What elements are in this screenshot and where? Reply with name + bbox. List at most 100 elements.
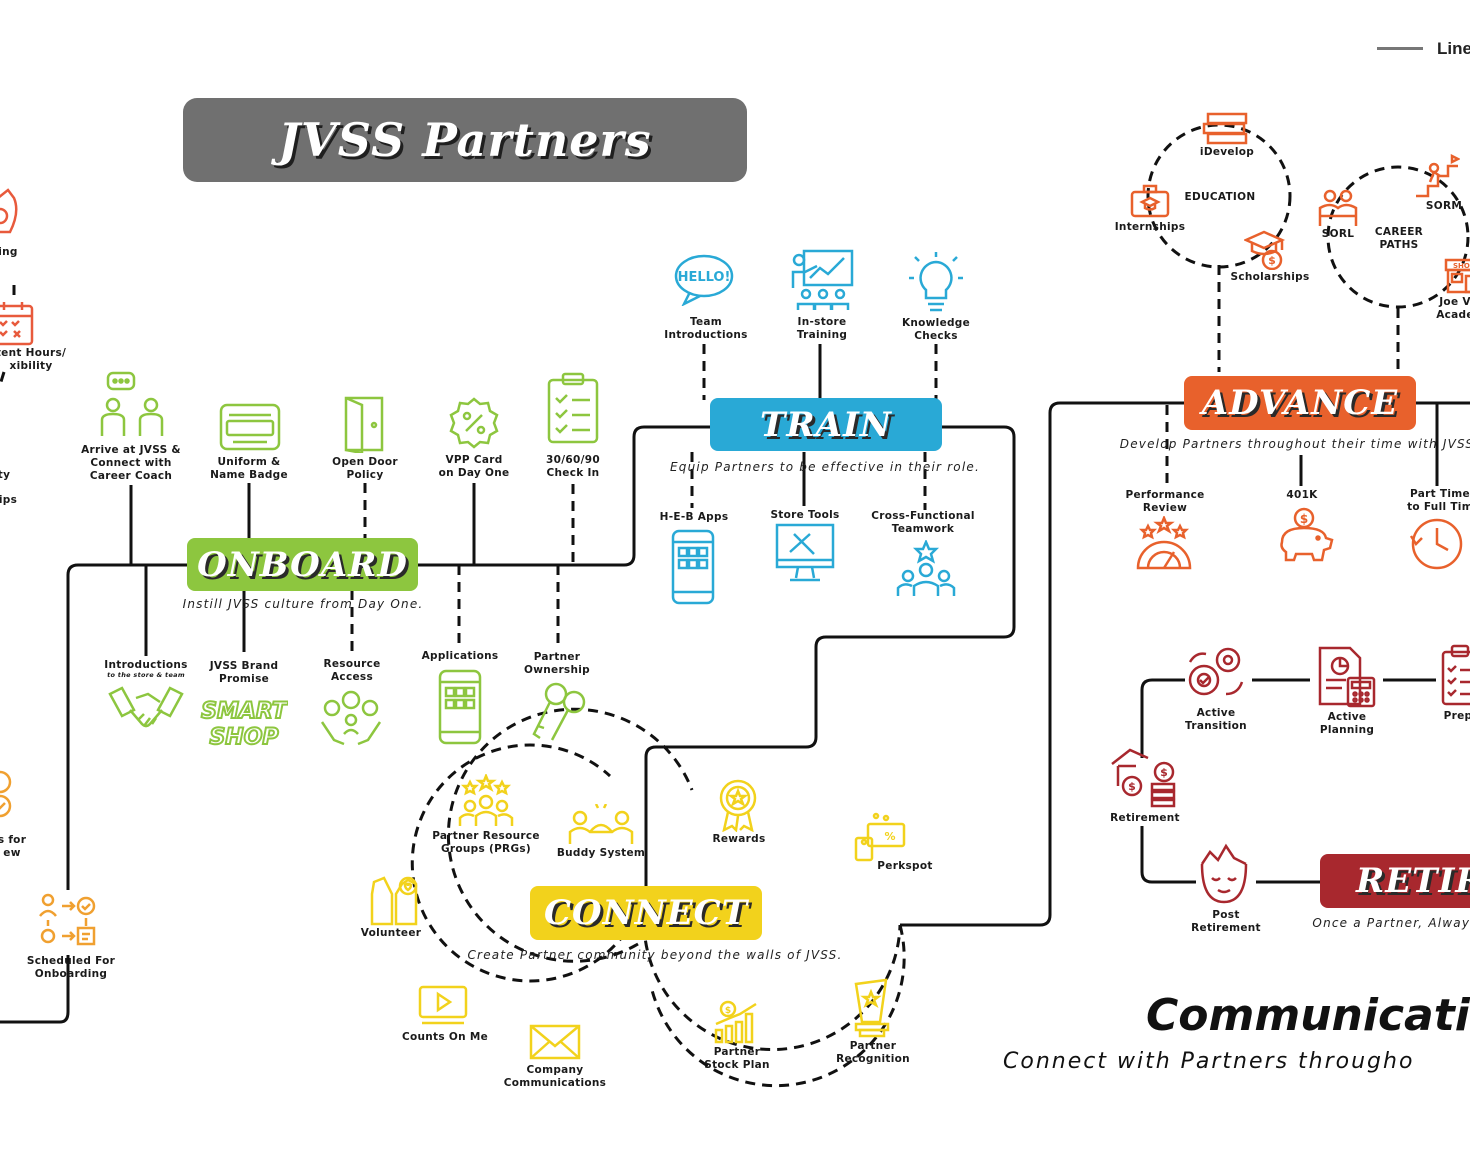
hand-coins-icon: $ $ xyxy=(1108,744,1178,808)
page-title: JVSS Partners xyxy=(278,113,652,167)
node-label-perf: Performance Review xyxy=(1125,489,1205,514)
discount-tag-icon: % xyxy=(854,812,906,862)
legend-line-swatch xyxy=(1377,47,1423,50)
video-player-icon xyxy=(418,985,468,1027)
process-flow-icon xyxy=(38,892,96,948)
vest-heart-icon xyxy=(368,876,420,926)
node-label-recognition: Partner Recognition xyxy=(836,1040,910,1065)
node-label-stock: Partner Stock Plan xyxy=(704,1046,770,1071)
relaxed-head-icon xyxy=(1196,842,1252,904)
node-label-store-tools: Store Tools xyxy=(770,509,840,521)
node-label-brand: JVSS Brand Promise xyxy=(209,660,279,685)
node-label-academy: Joe V Acade xyxy=(1436,296,1470,321)
door-icon xyxy=(342,395,388,453)
clock-icon xyxy=(1408,516,1466,572)
node-sublabel-intro: to the store & team xyxy=(107,671,185,679)
node-label-buddy: Buddy System xyxy=(556,847,646,859)
node-label-scheduled: Scheduled For Onboarding xyxy=(26,955,116,980)
briefcase-cap-icon xyxy=(1130,184,1170,218)
node-label-internships: Internships xyxy=(1114,221,1186,233)
node-label-transition: Active Transition xyxy=(1185,707,1247,732)
node-label-sorl: SORL xyxy=(1321,228,1355,240)
node-label-uniform: Uniform & Name Badge xyxy=(210,456,288,481)
smart-shop-logo-icon: SMART SHOP xyxy=(200,690,288,750)
node-label-heb-apps: H-E-B Apps xyxy=(659,511,729,523)
svg-text:HELLO!: HELLO! xyxy=(678,270,731,285)
node-label-left-hours: tent Hours/ xibility xyxy=(0,347,67,372)
handshake-icon xyxy=(108,684,184,734)
node-label-left-ing: ing xyxy=(0,246,18,258)
chair-people-icon xyxy=(1316,188,1360,228)
education-title: EDUCATION xyxy=(1184,191,1256,203)
buddy-bridge-icon xyxy=(568,804,634,846)
advance-tagline: Develop Partners throughout their time w… xyxy=(1119,437,1470,451)
career-paths-title: CAREER PATHS xyxy=(1374,226,1424,251)
svg-text:SHOP: SHOP xyxy=(209,725,278,750)
node-label-scholarships: Scholarships xyxy=(1230,271,1310,283)
node-label-prep: Prep xyxy=(1443,710,1470,722)
node-label-401k: 401K xyxy=(1286,489,1318,501)
node-label-cross: Cross-Functional Teamwork xyxy=(871,510,975,535)
gears-icon xyxy=(1184,646,1246,702)
node-label-left-sfor: s for ew xyxy=(0,834,27,859)
calendar-icon xyxy=(0,300,36,346)
node-label-sorm: SORM xyxy=(1425,200,1463,212)
svg-text:%: % xyxy=(884,830,895,843)
node-label-resource: Resource Access xyxy=(323,658,381,683)
advance-banner: ADVANCE xyxy=(1184,376,1416,430)
svg-text:$: $ xyxy=(1128,780,1136,793)
node-label-prg: Partner Resource Groups (PRGs) xyxy=(432,830,540,855)
node-label-instore: In-store Training xyxy=(796,316,848,341)
climb-icon xyxy=(1414,154,1460,198)
retire-label: RETIRE xyxy=(1356,861,1470,901)
clipboard-icon xyxy=(546,372,600,446)
communication-title: Communicati xyxy=(1146,990,1470,1041)
lightbulb-icon xyxy=(906,250,966,314)
node-label-left-ty: ty xyxy=(0,469,11,481)
title-banner: JVSS Partners xyxy=(183,98,747,182)
onboard-tagline: Instill JVSS culture from Day One. xyxy=(182,597,424,611)
train-tagline: Equip Partners to be effective in their … xyxy=(670,460,980,474)
communication-subtitle: Connect with Partners througho xyxy=(1003,1049,1415,1074)
svg-text:$: $ xyxy=(1268,254,1276,267)
meeting-icon xyxy=(98,370,168,440)
badge-icon xyxy=(219,403,281,451)
cap-coin-icon: $ xyxy=(1244,228,1286,270)
train-banner: TRAIN xyxy=(710,398,942,451)
connect-label: CONNECT xyxy=(543,893,749,933)
retire-banner: RETIRE xyxy=(1320,854,1470,908)
onboard-label: ONBOARD xyxy=(197,544,408,585)
node-label-ownership: Partner Ownership xyxy=(524,651,590,676)
node-label-team-intro: Team Introductions xyxy=(664,316,748,341)
group-stars-icon xyxy=(456,774,516,828)
connect-tagline: Create Partner community beyond the wall… xyxy=(467,948,843,962)
node-label-post-retirement: Post Retirement xyxy=(1191,909,1261,934)
advance-label: ADVANCE xyxy=(1201,383,1399,423)
node-label-parttime: Part Time to Full Tim xyxy=(1407,488,1470,513)
tools-monitor-icon xyxy=(774,522,836,584)
trophy-icon xyxy=(852,978,892,1038)
node-label-opendoor: Open Door Policy xyxy=(332,456,398,481)
calculator-doc-icon xyxy=(1316,644,1378,708)
retire-tagline: Once a Partner, Always xyxy=(1312,916,1470,930)
piggy-bank-icon: $ xyxy=(1274,506,1334,566)
svg-text:SMART: SMART xyxy=(201,699,288,724)
svg-text:$: $ xyxy=(1160,766,1168,779)
phone-apps-icon xyxy=(437,668,483,746)
svg-text:$: $ xyxy=(725,1006,731,1016)
books-icon xyxy=(1202,112,1250,146)
medal-icon xyxy=(716,778,760,832)
onboard-banner: ONBOARD xyxy=(187,538,418,591)
svg-text:$: $ xyxy=(1300,512,1308,526)
stock-chart-icon: $ xyxy=(712,1000,760,1044)
presentation-icon xyxy=(790,248,856,312)
node-label-retirement: Retirement xyxy=(1110,812,1180,824)
node-label-apps: Applications xyxy=(421,650,499,662)
node-label-vpp: VPP Card on Day One xyxy=(438,454,510,479)
node-label-checkin: 30/60/90 Check In xyxy=(546,454,600,479)
node-label-idevelop: iDevelop xyxy=(1199,146,1255,158)
node-label-left-ips: ips xyxy=(0,494,18,506)
node-label-rewards: Rewards xyxy=(712,833,766,845)
